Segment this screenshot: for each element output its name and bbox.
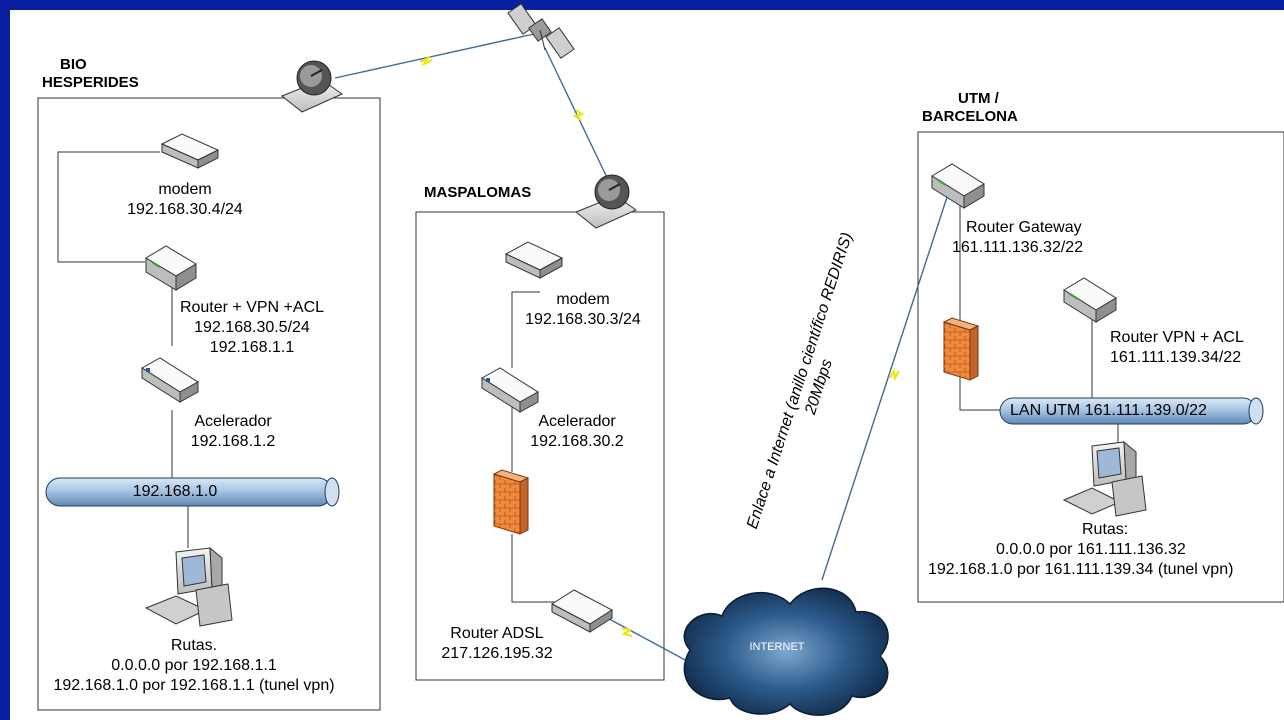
- device-name: Router ADSL: [450, 625, 544, 642]
- maspalomas-router-label: Router ADSL 217.126.195.32: [432, 624, 562, 664]
- maspalomas-cabling: [511, 291, 555, 603]
- maspalomas-modem-label: modem 192.168.30.3/24: [508, 290, 658, 330]
- utm-title-line2: BARCELONA: [922, 108, 1018, 125]
- route-entry: 0.0.0.0 por 192.168.1.1: [111, 657, 277, 674]
- utm-routes: Rutas: 0.0.0.0 por 161.111.136.32 192.16…: [924, 520, 1284, 580]
- adsl-router-icon: [551, 589, 613, 633]
- workstation-icon: [1062, 440, 1147, 517]
- device-ip: 161.111.136.32/22: [952, 239, 1084, 256]
- device-name: Acelerador: [538, 413, 616, 430]
- device-name: Router + VPN +ACL: [179, 299, 325, 316]
- satellite-icon: [507, 3, 575, 59]
- workstation-icon: [144, 546, 233, 627]
- utm-site-title: UTM / BARCELONA: [922, 90, 1018, 126]
- route-entry: 192.168.1.0 por 161.111.139.34 (tunel vp…: [928, 561, 1234, 578]
- lan-bus: [45, 477, 340, 507]
- bio-accelerator-label: Acelerador 192.168.1.2: [168, 412, 298, 452]
- accelerator-icon: [141, 357, 199, 403]
- bio-modem-label: modem 192.168.30.4/24: [100, 180, 270, 220]
- device-ip: 192.168.30.3/24: [525, 311, 641, 328]
- utm-title-line1: UTM /: [958, 90, 999, 107]
- adsl-link: [599, 613, 701, 669]
- route-entry: 192.168.1.0 por 192.168.1.1 (tunel vpn): [53, 677, 335, 694]
- maspalomas-accelerator-label: Acelerador 192.168.30.2: [512, 412, 642, 452]
- firewall-icon: [942, 317, 980, 381]
- bio-lan-label: 192.168.1.0: [132, 483, 218, 500]
- maspalomas-site-boundary: [415, 211, 665, 681]
- device-name: Acelerador: [194, 413, 272, 430]
- device-ip: 161.111.139.34/22: [1110, 349, 1242, 366]
- utm-lan-label: LAN UTM 161.111.139.0/22: [1010, 402, 1207, 419]
- bio-cabling: [57, 151, 189, 548]
- bio-site-boundary: [37, 97, 381, 711]
- device-ip: 192.168.1.2: [190, 433, 276, 450]
- route-entry: 0.0.0.0 por 161.111.136.32: [996, 541, 1186, 558]
- satellite-link-bio: [334, 33, 535, 79]
- device-ip: 217.126.195.32: [441, 645, 553, 662]
- utm-gateway-label: Router Gateway 161.111.136.32/22: [952, 218, 1132, 258]
- bio-site-title: BIO HESPERIDES: [42, 56, 139, 92]
- modem-icon: [160, 133, 220, 169]
- device-ip: 192.168.30.5/24: [194, 319, 310, 336]
- modem-icon: [504, 241, 564, 279]
- accelerator-icon: [481, 367, 539, 413]
- utm-vpn-router-label: Router VPN + ACL 161.111.139.34/22: [1102, 328, 1272, 368]
- routes-title: Rutas.: [170, 637, 218, 654]
- device-name: Router VPN + ACL: [1110, 329, 1244, 346]
- satellite-dish-icon: [281, 60, 344, 113]
- utm-site-boundary: [917, 131, 1284, 603]
- device-name: modem: [158, 181, 212, 198]
- router-icon: [931, 163, 985, 209]
- device-ip: 192.168.30.2: [530, 433, 624, 450]
- router-icon: [1063, 277, 1117, 323]
- routes-title: Rutas:: [1082, 521, 1129, 538]
- bio-title-line1: BIO: [60, 56, 87, 73]
- internet-cloud-icon: [683, 587, 889, 716]
- device-name: modem: [556, 291, 610, 308]
- rediris-link: [821, 187, 951, 581]
- device-name: Router Gateway: [966, 219, 1082, 236]
- internet-cloud-label: INTERNET: [749, 641, 805, 653]
- maspalomas-site-title: MASPALOMAS: [424, 184, 532, 201]
- bio-router-label: Router + VPN +ACL 192.168.30.5/24 192.16…: [162, 298, 342, 358]
- firewall-icon: [492, 469, 530, 535]
- router-icon: [145, 245, 197, 291]
- device-ip: 192.168.30.4/24: [127, 201, 243, 218]
- device-ip: 192.168.1.1: [209, 339, 295, 356]
- bio-title-line2: HESPERIDES: [42, 74, 139, 91]
- satellite-link-maspalomas: [544, 47, 613, 189]
- bio-routes: Rutas. 0.0.0.0 por 192.168.1.1 192.168.1…: [14, 636, 374, 696]
- lan-bus: [999, 397, 1264, 425]
- satellite-dish-icon: [575, 174, 638, 229]
